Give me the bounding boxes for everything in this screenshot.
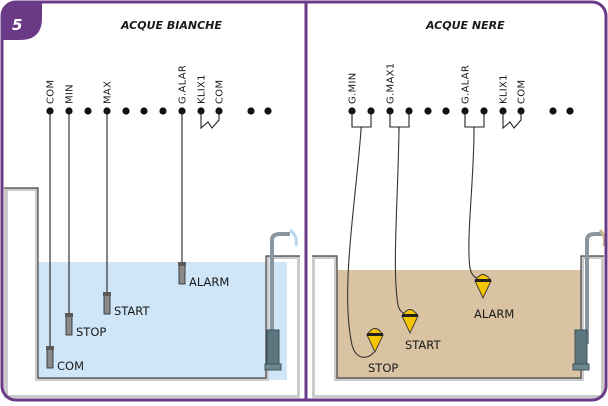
terminal-label-galar: G.ALAR bbox=[178, 65, 189, 104]
black-water bbox=[337, 270, 581, 380]
right-terminal-strip bbox=[348, 107, 574, 115]
float-alarm bbox=[474, 274, 492, 300]
float-label-start: START bbox=[405, 338, 441, 352]
left-panel-title: ACQUE BIANCHE bbox=[120, 19, 222, 32]
probe-label-com: COM bbox=[57, 359, 84, 373]
step-badge: 5 bbox=[12, 16, 22, 34]
probe-start bbox=[103, 292, 111, 315]
float-label-stop: STOP bbox=[368, 361, 398, 375]
terminal-label-com-right: COM bbox=[517, 80, 528, 104]
terminal-label-com: COM bbox=[46, 80, 57, 104]
probe-stop bbox=[65, 313, 73, 336]
right-pump bbox=[572, 228, 606, 371]
left-pump bbox=[264, 228, 298, 371]
probe-label-alarm: ALARM bbox=[189, 275, 229, 289]
left-terminal-strip bbox=[46, 107, 272, 115]
terminal-label-max: MAX bbox=[103, 81, 114, 104]
probe-com bbox=[46, 346, 54, 369]
terminal-label-com2: COM bbox=[215, 80, 226, 104]
float-start bbox=[401, 309, 419, 335]
terminal-label-min: MIN bbox=[65, 84, 76, 104]
clean-water bbox=[35, 262, 287, 380]
float-stop bbox=[366, 328, 384, 354]
terminal-label-gmax1: G.MAX1 bbox=[386, 63, 397, 104]
right-panel: G.MIN G.MAX1 G.ALAR KLIX1 COM STOP START… bbox=[312, 19, 606, 398]
probe-label-start: START bbox=[114, 304, 150, 318]
probe-alarm bbox=[178, 262, 186, 285]
terminal-label-galar-right: G.ALAR bbox=[461, 65, 472, 104]
left-panel: COM MIN MAX G.ALAR KLIX1 COM COM STOP S bbox=[4, 19, 300, 398]
terminal-label-klix1-right: KLIX1 bbox=[499, 74, 510, 104]
terminal-label-klix1: KLIX1 bbox=[197, 74, 208, 104]
terminal-label-gmin: G.MIN bbox=[348, 73, 359, 105]
probe-label-stop: STOP bbox=[76, 325, 106, 339]
float-label-alarm: ALARM bbox=[474, 307, 514, 321]
right-panel-title: ACQUE NERE bbox=[425, 19, 505, 32]
